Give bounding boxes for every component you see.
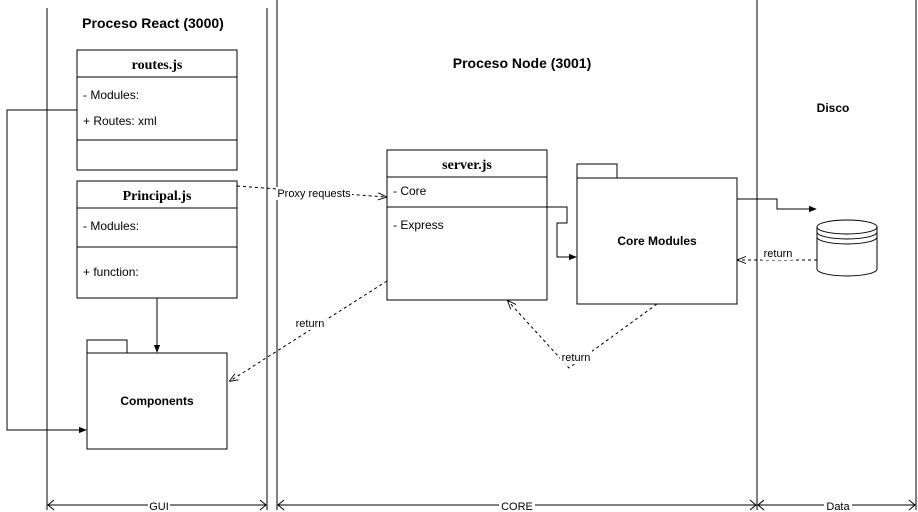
principal-class[interactable]: Principal.js - Modules: + function:	[76, 180, 238, 299]
server-attr-express: - Express	[393, 218, 444, 232]
data-label-bg	[824, 499, 852, 511]
routes-attr-modules: - Modules:	[83, 88, 139, 102]
server-attr-core: - Core	[393, 184, 427, 198]
core-label-bg	[499, 499, 535, 511]
proxy-requests-label: Proxy requests	[277, 188, 351, 200]
core-modules-to-database-connector	[737, 198, 817, 213]
server-class[interactable]: server.js - Core - Express	[386, 149, 548, 301]
data-lane-label: Data	[826, 501, 850, 512]
routes-class[interactable]: routes.js - Modules: + Routes: xml	[76, 49, 238, 171]
swimlane-lines	[46, 0, 917, 510]
principal-method-function: + function:	[83, 265, 139, 279]
core-return-label: return	[562, 352, 591, 364]
routes-attr-routes: + Routes: xml	[83, 114, 157, 128]
principal-class-name: Principal.js	[123, 189, 192, 204]
core-modules-package[interactable]: Core Modules	[576, 163, 738, 305]
node-process-title: Proceso Node (3001)	[453, 55, 592, 71]
server-return-connector: return	[230, 280, 388, 381]
react-process-title: Proceso React (3000)	[82, 15, 224, 31]
components-package-name: Components	[120, 394, 194, 408]
server-class-name: server.js	[442, 158, 492, 173]
components-package[interactable]: Components	[86, 339, 228, 450]
database-return-connector: return	[738, 247, 817, 260]
server-return-label: return	[296, 318, 325, 330]
routes-class-name: routes.js	[132, 58, 183, 73]
core-lane-label: CORE	[501, 501, 533, 512]
routes-to-components-connector	[6, 109, 87, 434]
gui-label-bg	[148, 499, 170, 511]
server-to-core-modules-connector	[547, 206, 577, 261]
core-return-connector: return	[508, 301, 658, 369]
disk-title: Disco	[817, 101, 850, 115]
gui-lane-label: GUI	[149, 501, 169, 512]
database-icon[interactable]	[816, 219, 878, 277]
database-return-label: return	[764, 248, 793, 260]
core-modules-package-name: Core Modules	[617, 234, 697, 248]
proxy-requests-connector: Proxy requests	[236, 185, 386, 200]
principal-attr-modules: - Modules:	[83, 219, 139, 233]
